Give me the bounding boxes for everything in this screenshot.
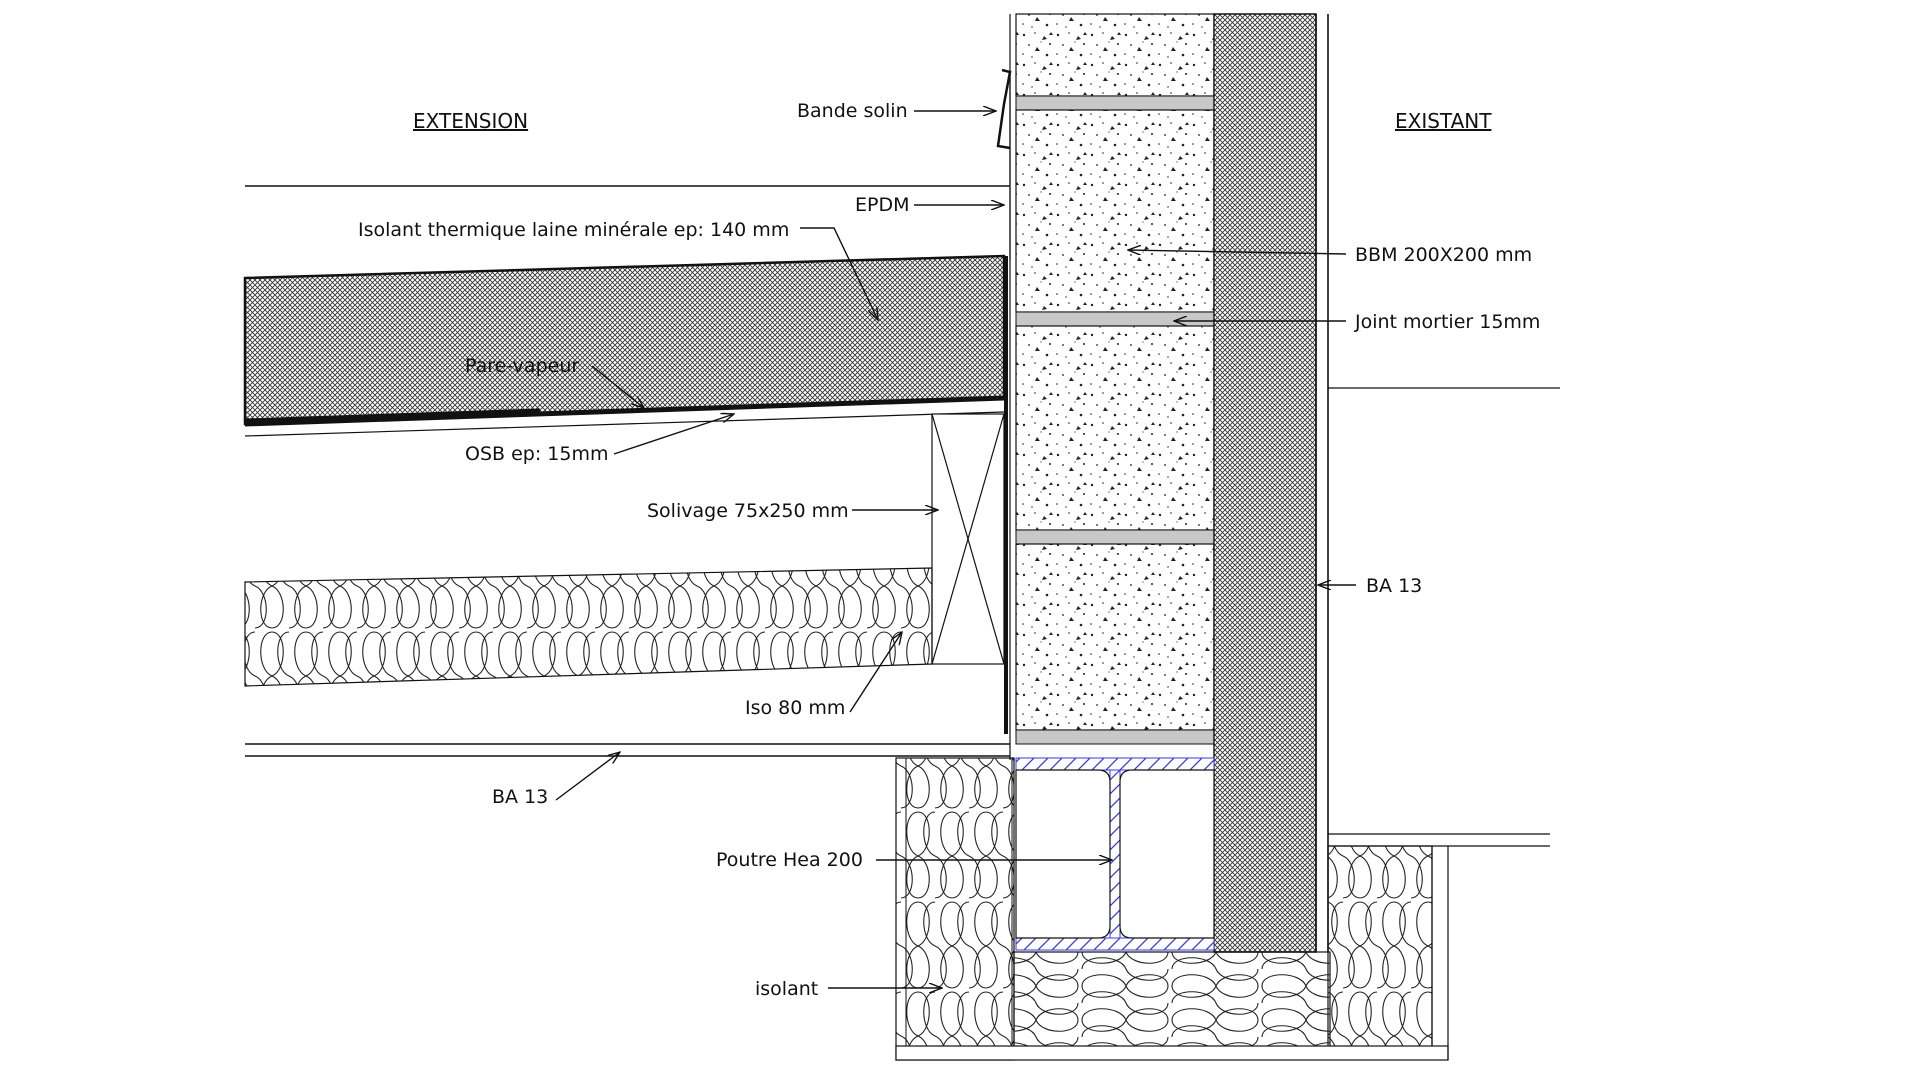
label-solivage: Solivage 75x250 mm bbox=[647, 500, 849, 522]
label-ba13-left: BA 13 bbox=[492, 786, 548, 808]
ceiling-insulation bbox=[244, 567, 933, 687]
label-isolant: isolant bbox=[755, 978, 818, 1000]
block-course-1 bbox=[1015, 13, 1215, 97]
mortar-joint-2 bbox=[1015, 311, 1215, 327]
hea-web bbox=[1109, 769, 1121, 939]
beam-zone bbox=[895, 757, 1449, 1061]
ba13-left-ceiling bbox=[245, 743, 1010, 757]
label-bbm: BBM 200X200 mm bbox=[1355, 244, 1532, 266]
mortar-joint-3 bbox=[1015, 529, 1215, 545]
title-existant: EXISTANT bbox=[1395, 109, 1492, 133]
block-course-2 bbox=[1015, 109, 1215, 313]
roof-assembly bbox=[243, 68, 1012, 734]
mortar-joint-4 bbox=[1015, 729, 1215, 745]
label-joint-mortier: Joint mortier 15mm bbox=[1354, 311, 1540, 333]
hea-flange-top bbox=[1015, 757, 1215, 771]
block-course-3 bbox=[1015, 325, 1215, 531]
label-iso80: Iso 80 mm bbox=[745, 697, 845, 719]
label-isolant-thermique: Isolant thermique laine minérale ep: 140… bbox=[358, 219, 789, 241]
ba13-right-lining bbox=[1315, 14, 1560, 952]
label-poutre-hea: Poutre Hea 200 bbox=[716, 849, 863, 871]
label-pare-vapeur: Pare-vapeur bbox=[465, 355, 579, 377]
title-extension: EXTENSION bbox=[413, 109, 528, 133]
label-ba13-right: BA 13 bbox=[1366, 575, 1422, 597]
label-bande-solin: Bande solin bbox=[797, 100, 908, 122]
block-course-4 bbox=[1015, 543, 1215, 731]
hea-flange-bottom bbox=[1015, 937, 1215, 951]
joist-solivage bbox=[931, 413, 1005, 665]
existing-masonry bbox=[1213, 13, 1317, 953]
block-wall bbox=[1009, 13, 1215, 760]
label-osb: OSB ep: 15mm bbox=[465, 443, 608, 465]
label-epdm: EPDM bbox=[855, 194, 910, 216]
mortar-joint-1 bbox=[1015, 95, 1215, 111]
